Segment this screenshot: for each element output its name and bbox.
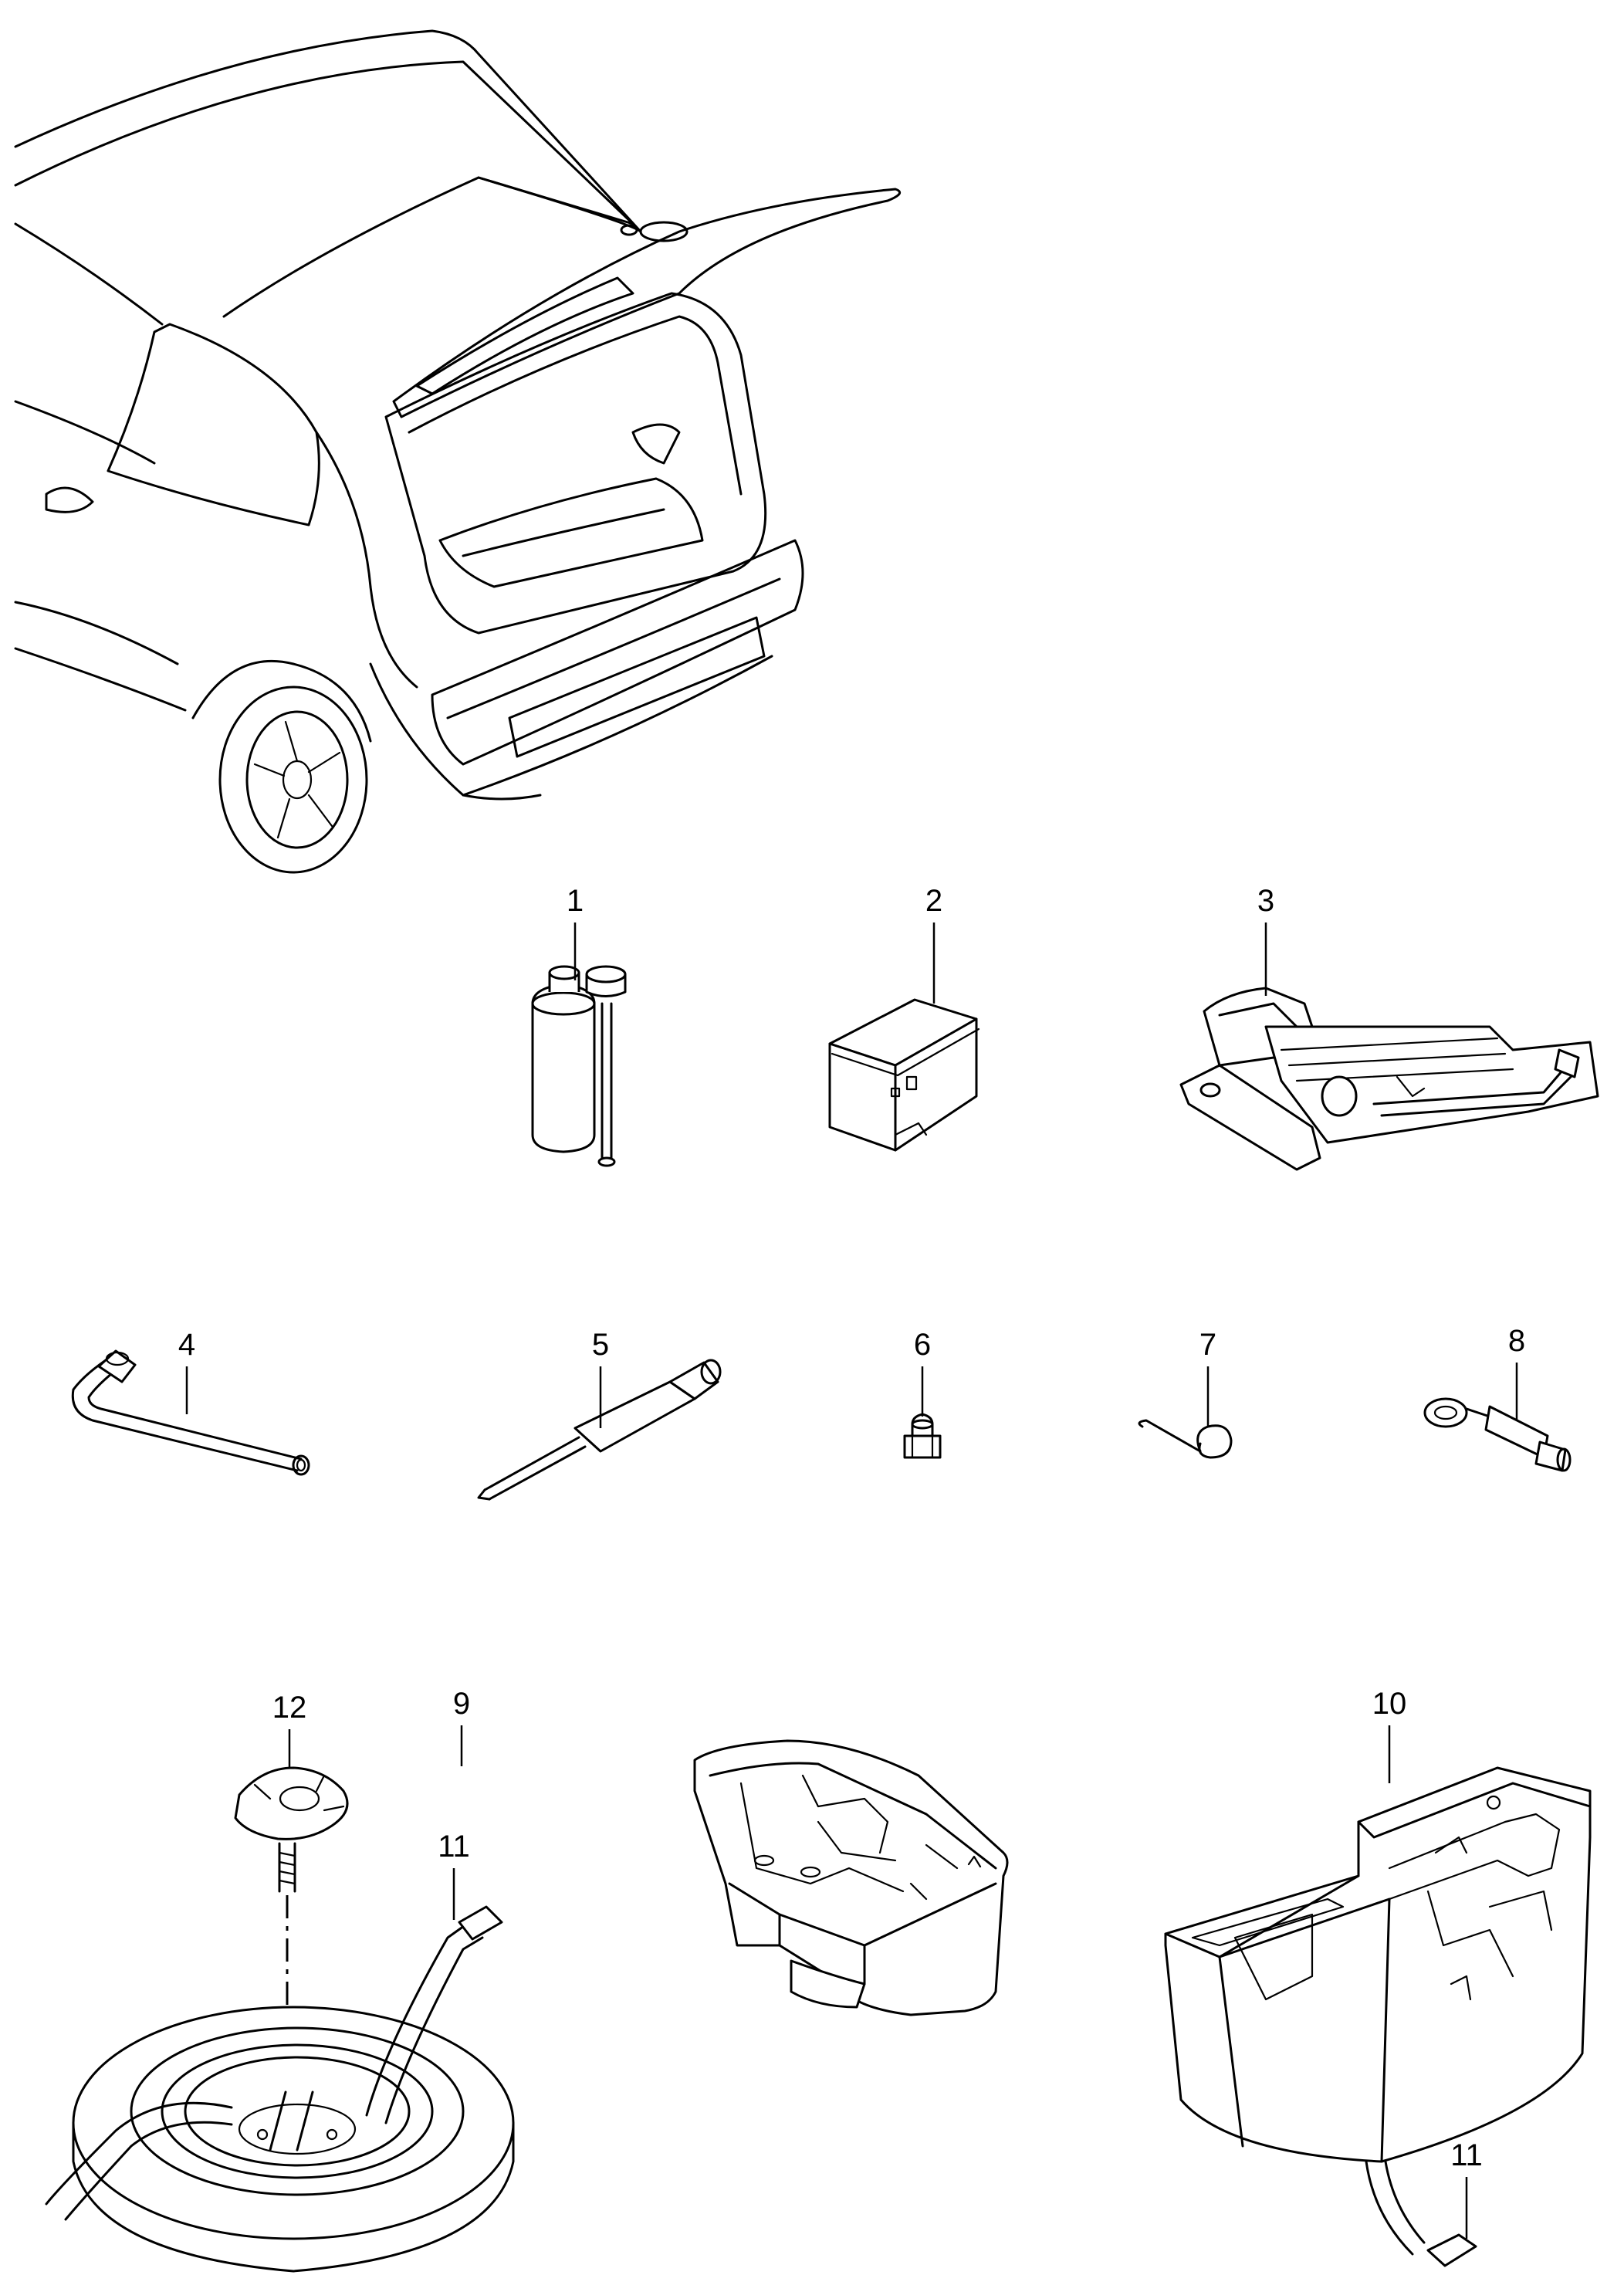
spare-wheel	[45, 1905, 515, 2273]
part-7-hook	[1138, 1419, 1233, 1459]
callout-1: 1	[567, 884, 584, 918]
part-12-knob-screw	[234, 1766, 349, 1893]
callout-11-tray: 11	[1450, 2138, 1483, 2172]
part-6-bolt	[903, 1413, 942, 1459]
callout-12: 12	[272, 1691, 307, 1725]
part-1-sealant-bottle	[531, 965, 627, 1167]
callout-5: 5	[592, 1328, 609, 1362]
part-9-small-tool-insert	[693, 1739, 1009, 2016]
callout-labels: 1 2 3 4 5 6 7 8 9 10 11 11 12	[178, 884, 1525, 2172]
car-illustration	[14, 29, 902, 874]
part-8-towing-eye	[1423, 1397, 1572, 1472]
callout-3: 3	[1257, 884, 1274, 918]
part-5-screwdriver	[477, 1359, 722, 1501]
callout-4: 4	[178, 1328, 195, 1362]
callout-6: 6	[914, 1328, 931, 1362]
part-4-wheel-brace	[71, 1349, 310, 1476]
callout-11-wheel: 11	[438, 1830, 470, 1864]
callout-2: 2	[925, 884, 942, 918]
part-2-compressor-box	[828, 998, 980, 1152]
part-3-jack	[1179, 987, 1599, 1171]
leader-lines	[185, 923, 1518, 2239]
part-10-large-tool-tray	[1164, 1766, 1592, 2267]
callout-9: 9	[453, 1687, 470, 1721]
callout-7: 7	[1199, 1328, 1216, 1362]
callout-8: 8	[1508, 1324, 1525, 1358]
callout-10: 10	[1372, 1687, 1407, 1721]
